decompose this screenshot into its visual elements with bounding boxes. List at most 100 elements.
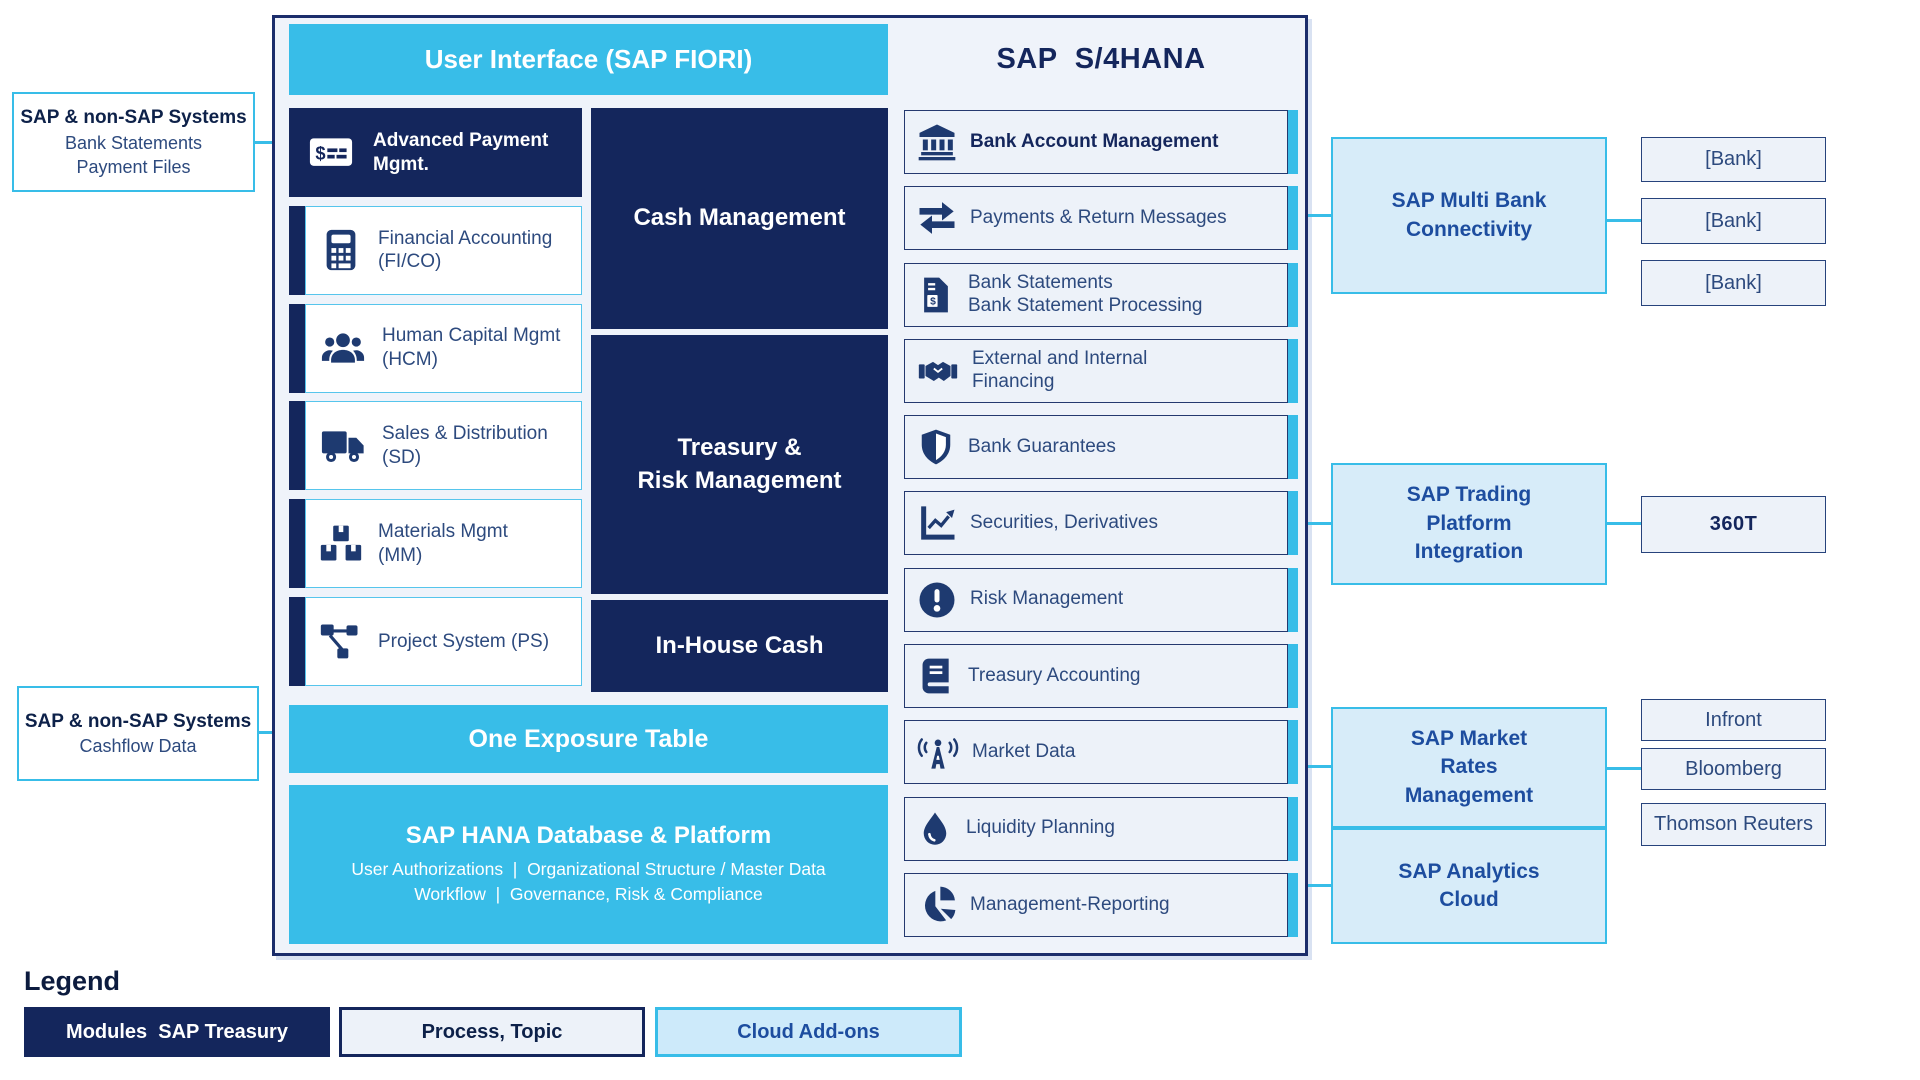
module-label: Sales & Distribution (SD) — [382, 423, 548, 468]
bank-icon — [918, 124, 956, 161]
feature-market-data: Market Data — [904, 720, 1298, 785]
source-bank-statements-payment-files: SAP & non-SAP Systems Bank Statements Pa… — [12, 92, 255, 192]
process-cash-management: Cash Management — [591, 108, 888, 329]
module-label: Advanced Payment Mgmt. — [373, 129, 549, 175]
partner-360t: 360T — [1641, 496, 1826, 553]
module-stripe — [289, 499, 305, 589]
feature-management-reporting: Management-Reporting — [904, 872, 1298, 937]
connector-source2-to-frame — [259, 731, 272, 734]
money-check-icon: $ — [309, 137, 353, 166]
users-icon — [321, 333, 365, 363]
module-financial-accounting: Financial Accounting (FI/CO) — [289, 205, 582, 295]
calculator-icon — [326, 230, 356, 271]
feature-bank-statements: $ Bank Statements Bank Statement Process… — [904, 262, 1298, 327]
feature-payments-return-messages: Payments & Return Messages — [904, 186, 1298, 251]
feature-stripe — [1288, 644, 1298, 709]
feature-label: Payments & Return Messages — [970, 206, 1227, 228]
feature-risk-management: Risk Management — [904, 567, 1298, 632]
feature-stripe — [1288, 567, 1298, 632]
module-human-capital-mgmt: Human Capital Mgmt (HCM) — [289, 303, 582, 393]
user-interface-header-label: User Interface (SAP FIORI) — [424, 44, 753, 74]
module-label: Project System (PS) — [378, 630, 550, 652]
sap-hana-platform-bar: SAP HANA Database & Platform User Author… — [289, 785, 888, 944]
boxes-icon — [320, 525, 362, 561]
partner-bank-3: [Bank] — [1641, 260, 1826, 306]
legend-modules-sap-treasury: Modules SAP Treasury — [24, 1007, 330, 1057]
feature-label: Bank Account Management — [970, 130, 1219, 152]
process-in-house-cash: In-House Cash — [591, 600, 888, 692]
feature-bank-guarantees: Bank Guarantees — [904, 415, 1298, 480]
module-sales-distribution: Sales & Distribution (SD) — [289, 401, 582, 491]
hana-title: SAP HANA Database & Platform — [405, 821, 772, 849]
feature-stripe — [1288, 491, 1298, 556]
partner-bank-2: [Bank] — [1641, 198, 1826, 244]
hana-subline-1: User Authorizations | Organizational Str… — [351, 858, 826, 879]
connector-market-rates-to-feeds — [1607, 767, 1641, 770]
legend-process-topic: Process, Topic — [339, 1007, 645, 1057]
module-materials-mgmt: Materials Mgmt (MM) — [289, 499, 582, 589]
module-stripe — [289, 303, 305, 393]
handshake-icon — [918, 361, 958, 381]
feature-label: Bank Statements Bank Statement Processin… — [968, 271, 1203, 316]
addon-sap-market-rates-management: SAP Market Rates Management — [1331, 707, 1607, 828]
feature-stripe — [1288, 796, 1298, 861]
connector-trading-to-360t — [1607, 522, 1641, 525]
feature-label: Bank Guarantees — [968, 435, 1116, 457]
s4hana-title-label: SAP S/4HANA — [996, 43, 1206, 75]
feature-label: Liquidity Planning — [966, 817, 1115, 839]
legend-cloud-add-ons: Cloud Add-ons — [655, 1007, 962, 1057]
module-label: Materials Mgmt (MM) — [378, 520, 508, 566]
feature-label: Management-Reporting — [970, 893, 1170, 915]
connector-source1-to-frame — [255, 141, 272, 144]
feature-stripe — [1288, 415, 1298, 480]
feature-stripe — [1288, 186, 1298, 251]
feature-stripe — [1288, 720, 1298, 785]
feature-label: Securities, Derivatives — [970, 512, 1158, 534]
feature-stripe — [1288, 110, 1298, 174]
feature-label: External and Internal Financing — [972, 348, 1148, 392]
connector-frame-to-trading-platform — [1308, 522, 1331, 525]
svg-text:$: $ — [930, 296, 936, 307]
module-label: Human Capital Mgmt (HCM) — [382, 325, 561, 371]
connector-frame-to-analytics-cloud — [1308, 884, 1331, 887]
feature-stripe — [1288, 872, 1298, 937]
feature-stripe — [1288, 262, 1298, 327]
user-interface-header: User Interface (SAP FIORI) — [289, 24, 888, 95]
feature-label: Treasury Accounting — [968, 664, 1141, 686]
feature-external-internal-financing: External and Internal Financing — [904, 338, 1298, 403]
addon-sap-trading-platform-integration: SAP Trading Platform Integration — [1331, 463, 1607, 585]
process-treasury-risk-management: Treasury & Risk Management — [591, 335, 888, 594]
addon-sap-analytics-cloud: SAP Analytics Cloud — [1331, 828, 1607, 944]
features-column: Bank Account Management Payments & Retur… — [904, 110, 1298, 937]
hana-subline-2: Workflow | Governance, Risk & Compliance — [414, 884, 763, 904]
feature-label: Risk Management — [970, 588, 1124, 610]
transfer-arrows-icon — [919, 202, 955, 235]
partner-infront: Infront — [1641, 699, 1826, 741]
book-icon — [922, 658, 949, 694]
feature-treasury-accounting: Treasury Accounting — [904, 644, 1298, 709]
truck-icon — [321, 431, 364, 462]
connector-frame-to-market-rates — [1308, 765, 1331, 768]
broadcast-tower-icon — [917, 738, 959, 770]
module-stripe — [289, 401, 305, 491]
droplet-icon — [923, 812, 947, 845]
partner-bloomberg: Bloomberg — [1641, 748, 1826, 790]
module-stripe — [289, 205, 305, 295]
chart-line-icon — [921, 506, 955, 541]
source-cashflow-data: SAP & non-SAP Systems Cashflow Data — [17, 686, 259, 781]
svg-text:$: $ — [315, 142, 325, 163]
project-network-icon — [320, 624, 358, 659]
module-advanced-payment-mgmt: $ Advanced Payment Mgmt. — [289, 108, 582, 197]
feature-liquidity-planning: Liquidity Planning — [904, 796, 1298, 861]
partner-thomson-reuters: Thomson Reuters — [1641, 803, 1826, 846]
feature-stripe — [1288, 338, 1298, 403]
file-invoice-dollar-icon: $ — [924, 277, 948, 313]
one-exposure-table-bar: One Exposure Table — [289, 705, 888, 773]
feature-securities-derivatives: Securities, Derivatives — [904, 491, 1298, 556]
feature-bank-account-management: Bank Account Management — [904, 110, 1298, 174]
pie-chart-icon — [924, 886, 956, 922]
addon-sap-multi-bank-connectivity: SAP Multi Bank Connectivity — [1331, 137, 1607, 294]
connector-frame-to-multi-bank — [1308, 214, 1331, 217]
partner-bank-1: [Bank] — [1641, 137, 1826, 182]
